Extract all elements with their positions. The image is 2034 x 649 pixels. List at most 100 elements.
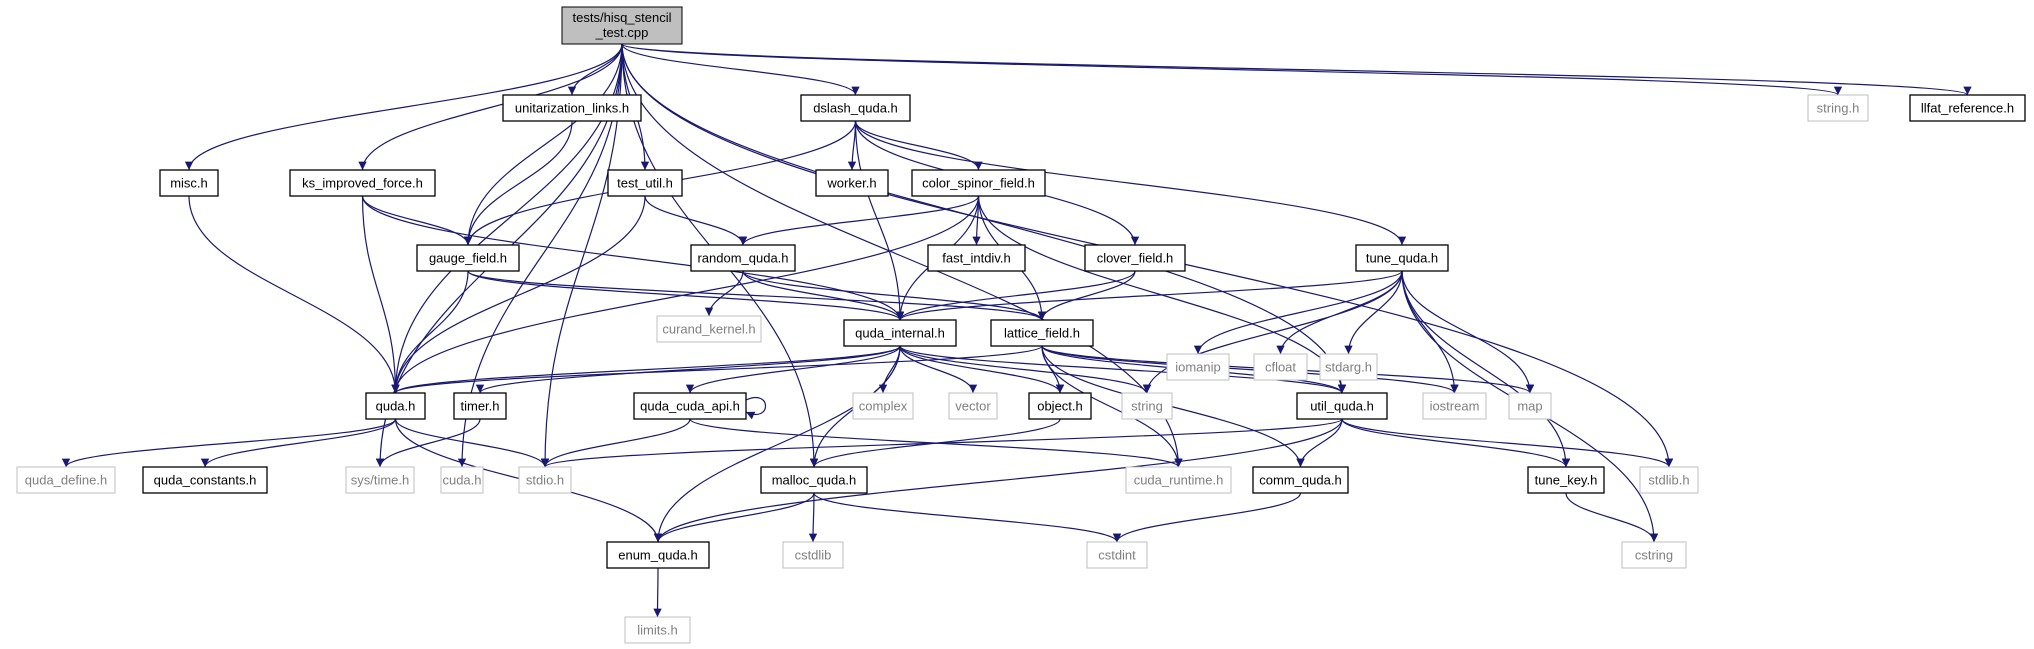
node-box [1166, 353, 1230, 381]
node-comm[interactable]: comm_quda.h [1252, 466, 1349, 494]
node-enum[interactable]: enum_quda.h [606, 541, 710, 569]
root-node[interactable]: tests/hisq_stencil _test.cpp [561, 6, 683, 45]
node-gauge[interactable]: gauge_field.h [416, 244, 520, 272]
edge-util-to-stdlib [1341, 418, 1674, 468]
node-label: malloc_quda.h [772, 473, 857, 488]
node-worker[interactable]: worker.h [815, 169, 889, 197]
node-box [289, 169, 436, 197]
node-quda-h[interactable]: quda.h [365, 392, 426, 420]
edge-util-to-stdio [541, 418, 1343, 468]
node-color-spinor[interactable]: color_spinor_field.h [911, 169, 1046, 197]
node-lattice[interactable]: lattice_field.h [990, 319, 1094, 347]
node-tune-key[interactable]: tune_key.h [1527, 466, 1605, 494]
edge-util-to-comm [1296, 418, 1343, 468]
node-box [1296, 392, 1388, 420]
edge-root-to-llfat [621, 43, 1972, 96]
node-object[interactable]: object.h [1028, 392, 1092, 420]
node-llfat[interactable]: llfat_reference.h [1909, 94, 2026, 122]
node-timer[interactable]: timer.h [453, 392, 507, 420]
node-box [1028, 392, 1092, 420]
node-label: cstring [1635, 548, 1673, 563]
node-cstdint: cstdint [1086, 541, 1148, 569]
edge-random-to-quda-internal [742, 270, 905, 321]
node-iomanip: iomanip [1166, 353, 1230, 381]
node-cfloat: cfloat [1253, 353, 1308, 381]
node-label: object.h [1037, 399, 1083, 414]
edge-util-to-tune-key [1341, 418, 1571, 468]
node-util[interactable]: util_quda.h [1296, 392, 1388, 420]
edge-color-spinor-to-random [738, 195, 980, 246]
node-label: comm_quda.h [1259, 473, 1341, 488]
edge-timer-to-systime [375, 418, 481, 468]
node-quda-internal[interactable]: quda_internal.h [843, 319, 957, 347]
node-cuda-api[interactable]: quda_cuda_api.h [633, 392, 747, 420]
node-systime: sys/time.h [345, 466, 415, 494]
node-label: timer.h [460, 399, 499, 414]
node-box [1508, 392, 1552, 420]
edge-malloc-to-cstdint [813, 492, 1122, 543]
node-box [1253, 353, 1308, 381]
node-layer: tests/hisq_stencil _test.cpp unitarizati… [16, 6, 2026, 644]
node-ks[interactable]: ks_improved_force.h [289, 169, 436, 197]
node-box [852, 392, 914, 420]
node-box [1319, 353, 1378, 381]
node-random[interactable]: random_quda.h [690, 244, 796, 272]
edge-clover-to-quda-internal [895, 270, 1136, 321]
edge-quda-internal-to-vector [899, 345, 978, 394]
node-box [1621, 541, 1687, 569]
edge-root-to-gauge [463, 43, 623, 246]
node-clover[interactable]: clover_field.h [1084, 244, 1186, 272]
node-stdlib: stdlib.h [1639, 466, 1699, 494]
edge-quda-internal-to-timer [475, 345, 901, 394]
node-box [416, 244, 520, 272]
edge-malloc-to-cstdlib [808, 492, 818, 543]
node-cuda-h: cuda.h [440, 466, 484, 494]
node-label: random_quda.h [697, 251, 788, 266]
node-label: tune_key.h [1535, 473, 1598, 488]
node-box [1422, 392, 1487, 420]
node-fast-intdiv[interactable]: fast_intdiv.h [927, 244, 1026, 272]
node-unitarization[interactable]: unitarization_links.h [502, 94, 642, 122]
edge-util-to-enum [653, 418, 1343, 543]
edge-root-to-misc [184, 43, 623, 171]
node-box [345, 466, 415, 494]
node-label: string [1131, 399, 1163, 414]
node-box [607, 169, 683, 197]
node-label: iomanip [1175, 360, 1221, 375]
root-node-label-line2: _test.cpp [595, 25, 649, 40]
node-malloc[interactable]: malloc_quda.h [760, 466, 868, 494]
edge-clover-to-lattice [1037, 270, 1136, 321]
node-label: quda_define.h [25, 473, 107, 488]
edge-random-to-curand [704, 270, 744, 317]
node-stdio: stdio.h [518, 466, 572, 494]
node-tune[interactable]: tune_quda.h [1355, 244, 1449, 272]
node-label: cstdlib [795, 548, 832, 563]
node-label: fast_intdiv.h [942, 251, 1010, 266]
node-label: color_spinor_field.h [922, 176, 1035, 191]
node-quda-constants[interactable]: quda_constants.h [142, 466, 268, 494]
node-label: stdarg.h [1325, 360, 1372, 375]
node-box [948, 392, 998, 420]
node-label: iostream [1430, 399, 1480, 414]
node-box [142, 466, 268, 494]
edge-tune-to-map [1401, 270, 1535, 394]
edge-ks-to-quda-internal [361, 195, 905, 321]
node-label: cfloat [1265, 360, 1296, 375]
node-test-util[interactable]: test_util.h [607, 169, 683, 197]
edge-quda-internal-to-quda-h [391, 345, 901, 394]
edge-root-to-ks [358, 43, 623, 171]
node-complex: complex [852, 392, 914, 420]
node-label: lattice_field.h [1004, 326, 1080, 341]
node-label: sys/time.h [351, 473, 410, 488]
edge-tune-to-iomanip [1193, 270, 1403, 355]
node-box [633, 392, 747, 420]
edge-root-to-unitarization [567, 43, 623, 96]
node-box [365, 392, 426, 420]
edge-tune-to-iostream [1401, 270, 1459, 394]
node-box [1527, 466, 1605, 494]
node-misc[interactable]: misc.h [159, 169, 219, 197]
edge-color-spinor-to-quda-h [391, 195, 980, 394]
edge-tune-to-stdarg [1344, 270, 1403, 355]
edge-dslash-to-quda-internal [854, 120, 905, 321]
node-dslash[interactable]: dslash_quda.h [800, 94, 911, 122]
